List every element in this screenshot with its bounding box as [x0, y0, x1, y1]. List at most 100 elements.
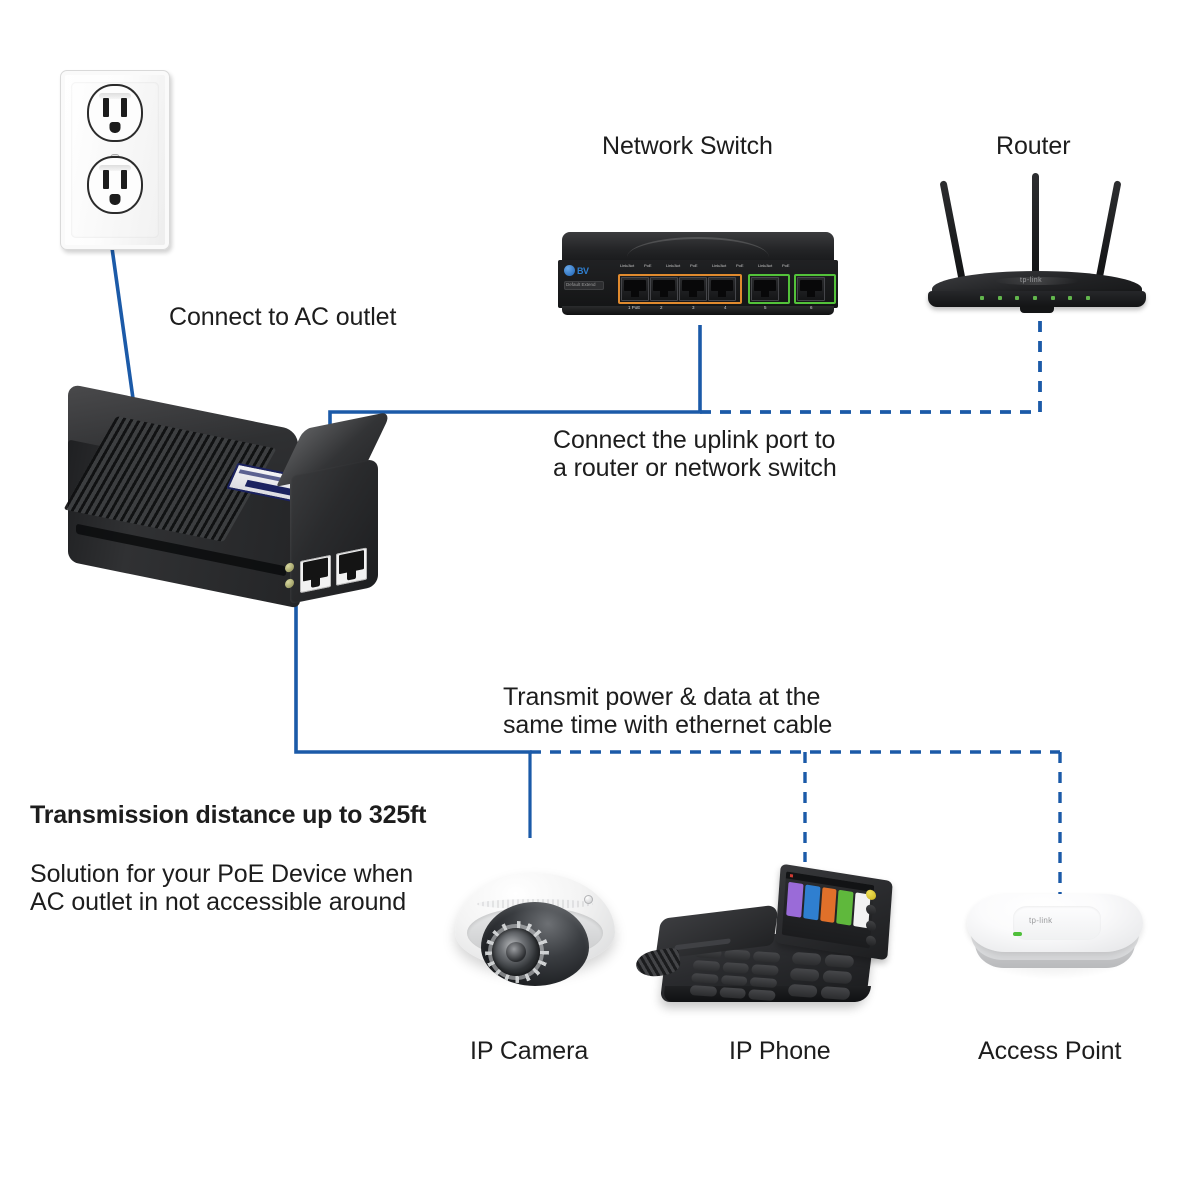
switch-port-4[interactable]: [708, 277, 736, 301]
phone-key[interactable]: [721, 961, 750, 974]
router-led-strip: [980, 295, 1090, 300]
phone-function-key[interactable]: [787, 983, 818, 998]
outlet-socket-bottom: [87, 156, 143, 214]
phone-key[interactable]: [751, 963, 779, 976]
phone-key[interactable]: [748, 989, 776, 1002]
router-led: [980, 295, 984, 300]
phone-side-keys[interactable]: [866, 889, 878, 947]
phone-app-icon-contacts[interactable]: [802, 884, 821, 921]
socket-slot-right: [121, 170, 127, 189]
phone-side-key-2[interactable]: [866, 904, 876, 916]
phone-function-key[interactable]: [822, 970, 853, 985]
router-antenna-left: [939, 180, 967, 288]
access-point-brand-text: tp-link: [1029, 916, 1053, 925]
router-led: [997, 295, 1002, 300]
switch-led-poe-2: PoE: [690, 263, 698, 268]
access-point-status-led: [1013, 932, 1022, 936]
label-router: Router: [996, 132, 1071, 160]
poe-injector: [62, 383, 392, 640]
phone-screen[interactable]: [781, 871, 875, 949]
socket-slot-right: [121, 98, 127, 117]
phone-status-icon: [789, 873, 794, 878]
phone-key[interactable]: [723, 949, 752, 961]
router-led: [1050, 295, 1055, 300]
wire-switch-to-router: [700, 305, 1042, 414]
switch-port-number-5: 5: [764, 305, 767, 310]
switch-reset-label: Default Extend: [566, 282, 596, 287]
switch-port-5[interactable]: [751, 277, 779, 301]
switch-top-cover: [562, 232, 834, 262]
switch-poe-port-group[interactable]: [618, 274, 742, 304]
label-solution-description: Solution for your PoE Device when AC out…: [30, 860, 414, 916]
phone-function-key[interactable]: [824, 954, 855, 969]
access-point-top-inset: [1013, 906, 1101, 940]
switch-uplink-port-group-6[interactable]: [794, 274, 836, 304]
phone-function-keys[interactable]: [787, 951, 855, 1001]
phone-side-key-1[interactable]: [866, 889, 876, 901]
socket-highlight: [99, 93, 131, 99]
switch-port-3[interactable]: [679, 277, 707, 301]
phone-function-key[interactable]: [789, 967, 820, 982]
phone-key[interactable]: [690, 972, 719, 985]
camera-dome: [481, 902, 589, 986]
phone-function-key[interactable]: [820, 986, 851, 1001]
phone-key[interactable]: [720, 974, 749, 987]
phone-app-icon-phone[interactable]: [786, 881, 804, 918]
switch-led-link-2: Link/Act: [666, 263, 681, 268]
phone-key[interactable]: [692, 959, 721, 972]
phone-key[interactable]: [689, 985, 718, 997]
switch-port-number-1: 1 PoE: [628, 305, 641, 310]
phone-side-key-4[interactable]: [866, 935, 876, 947]
phone-key[interactable]: [749, 976, 778, 989]
socket-ground-pin: [109, 194, 121, 205]
router-foot: [1020, 306, 1054, 313]
phone-key[interactable]: [752, 951, 781, 963]
switch-led-row: Link/Act PoE Link/Act PoE Link/Act PoE L…: [618, 263, 836, 273]
camera-screw: [584, 895, 593, 904]
switch-brand-text: BV: [577, 265, 589, 276]
wire-outlet-to-injector: [110, 247, 138, 421]
injector-poe-out-port: [300, 554, 331, 594]
router-base: [928, 291, 1146, 307]
outlet-socket-top: [87, 84, 143, 142]
switch-led-poe-1: PoE: [644, 263, 652, 268]
phone-side-key-3[interactable]: [866, 919, 876, 932]
switch-base: [562, 306, 834, 315]
label-ip-phone: IP Phone: [729, 1037, 831, 1065]
phone-function-key[interactable]: [791, 951, 822, 966]
injector-lan-in-port: [336, 547, 367, 586]
switch-led-poe-4: PoE: [782, 263, 790, 268]
router-led: [1032, 295, 1037, 300]
label-ip-camera: IP Camera: [470, 1037, 589, 1065]
access-point-top-shell: tp-link: [967, 894, 1143, 952]
switch-port-6[interactable]: [797, 277, 825, 301]
router-led: [1085, 295, 1090, 300]
switch-port-1[interactable]: [621, 277, 649, 301]
label-network-switch: Network Switch: [602, 132, 773, 160]
switch-port-2[interactable]: [650, 277, 678, 301]
switch-reset-button[interactable]: Default Extend: [564, 281, 604, 290]
switch-port-number-4: 4: [724, 305, 727, 310]
socket-slot-left: [103, 98, 109, 117]
router-led: [1068, 295, 1073, 300]
access-point-device: tp-link: [965, 890, 1145, 986]
ac-wall-outlet: [60, 70, 170, 250]
phone-dialpad[interactable]: [689, 946, 781, 1002]
switch-port-number-3: 3: [692, 305, 695, 310]
switch-uplink-port-group-5[interactable]: [748, 274, 790, 304]
wire-injector-poe-bus: [294, 586, 532, 754]
router-antenna-center: [1032, 173, 1039, 285]
switch-port-number-row: 1 PoE 2 3 4 5 6: [618, 305, 836, 313]
label-access-point: Access Point: [978, 1037, 1122, 1065]
phone-app-icon-history[interactable]: [819, 887, 837, 924]
router-led: [1015, 295, 1020, 300]
switch-led-link-3: Link/Act: [712, 263, 727, 268]
router-brand-text: tp-link: [1020, 277, 1043, 284]
switch-led-poe-3: PoE: [736, 263, 744, 268]
switch-logo-icon: [564, 265, 575, 276]
phone-app-icon-messages[interactable]: [836, 889, 854, 926]
socket-ground-pin: [109, 122, 121, 133]
label-connect-to-ac-outlet: Connect to AC outlet: [169, 303, 397, 331]
phone-key[interactable]: [718, 987, 747, 999]
